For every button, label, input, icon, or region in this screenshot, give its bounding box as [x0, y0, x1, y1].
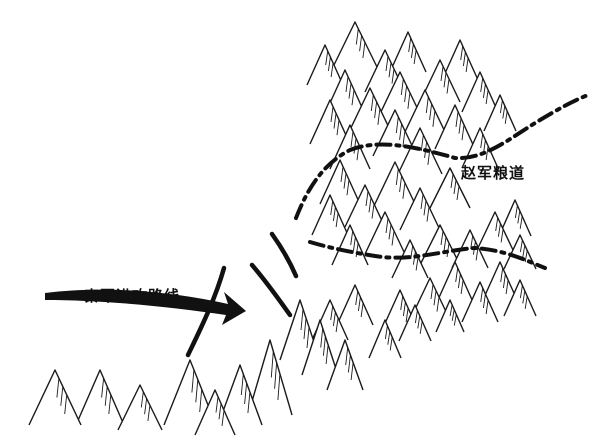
mountain-icon — [332, 21, 378, 68]
mountain-icon — [372, 161, 418, 209]
mountain-icon — [483, 94, 517, 132]
mountain-icon — [503, 279, 537, 317]
mountain-icon — [306, 44, 344, 86]
mountain-icon — [364, 211, 406, 255]
mountain-icon — [409, 277, 451, 321]
mountain-icon — [247, 339, 293, 416]
mountain-icon — [344, 184, 386, 228]
qin-attack-arrow — [45, 289, 246, 325]
mountain-icon — [436, 261, 474, 303]
zhao-supply-road-lower — [308, 240, 547, 270]
qin-attack-stroke-3 — [269, 231, 299, 279]
mountain-icon — [217, 364, 263, 426]
qin-attack-stroke-2 — [249, 262, 293, 318]
mountain-icon — [419, 59, 461, 103]
mountain-icon — [377, 71, 423, 119]
mountain-icon — [435, 299, 465, 333]
zhao-supply-label: 赵军粮道 — [461, 164, 526, 182]
mountain-icon — [461, 281, 499, 323]
mountain-icon — [481, 261, 519, 303]
mountain-icon — [461, 71, 499, 113]
mountain-icon — [117, 384, 163, 431]
mountain-icon — [441, 39, 479, 81]
mountain-icon — [319, 159, 361, 205]
mountain-icon — [476, 211, 514, 251]
qin-attack-stroke-1 — [185, 265, 227, 358]
mountain-icon — [163, 359, 217, 426]
mountain-icon — [347, 87, 393, 135]
mountain-icon — [311, 194, 349, 236]
zhao-supply-road-upper — [294, 93, 590, 220]
mountain-icon — [368, 319, 402, 359]
mountain-icon — [389, 31, 427, 73]
mountain-icon — [429, 167, 471, 209]
mountain-icon — [301, 319, 339, 376]
mountain-icon — [398, 304, 432, 342]
mountain-icon — [399, 187, 441, 231]
mountain-icon — [402, 89, 448, 137]
mountain-icon — [336, 284, 374, 326]
mountain-icon — [498, 199, 532, 237]
mountain-icon — [324, 69, 366, 115]
mountain-icon — [434, 104, 476, 150]
mountain-icon — [28, 369, 82, 426]
qin-route-label: 秦军进攻路线 — [84, 287, 181, 305]
mountain-icon — [326, 339, 364, 391]
mountain-icon — [309, 99, 351, 145]
mountain-icon — [75, 369, 125, 426]
mountain-icon — [194, 389, 236, 436]
